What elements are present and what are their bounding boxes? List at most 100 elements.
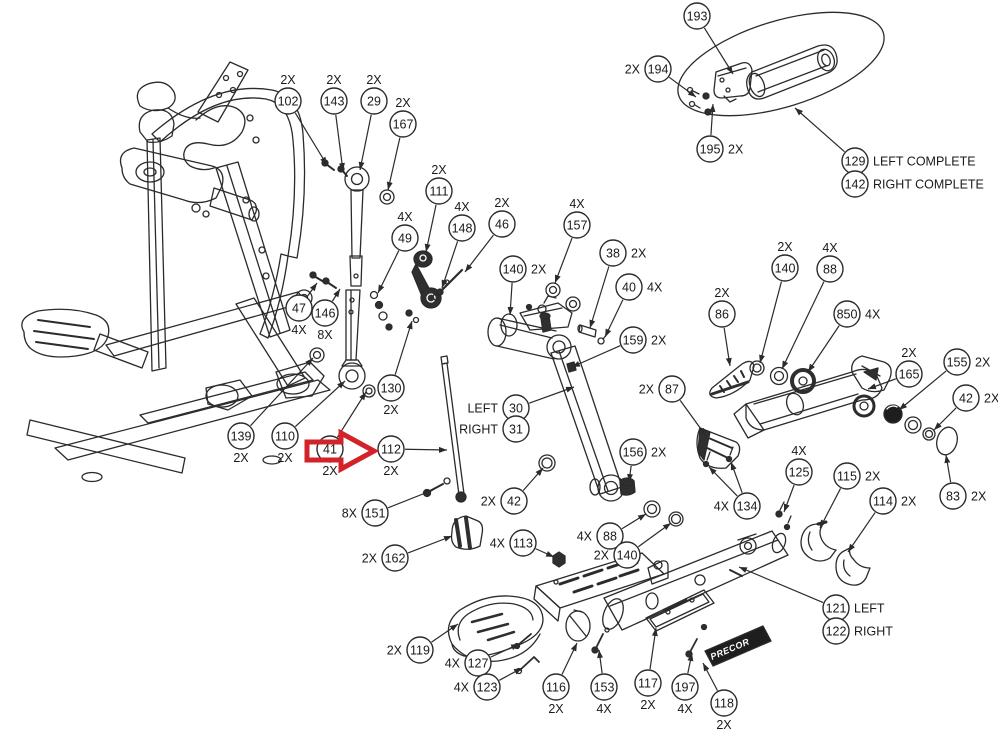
callout-number: 86 [715, 307, 729, 321]
callout-circle-156 [619, 438, 647, 466]
callout-circle-157 [563, 211, 591, 239]
callout-number: 153 [594, 680, 615, 694]
callout-circle-151 [361, 499, 389, 527]
callout-number: 130 [381, 381, 402, 395]
callout-number: 113 [513, 536, 533, 550]
callout-number: 140 [617, 548, 638, 562]
side-label: RIGHT [459, 422, 498, 436]
quantity-label: 2X [531, 262, 547, 276]
callout-circle-46 [488, 210, 516, 238]
callout-circle-49 [391, 224, 419, 252]
callout-number: 156 [623, 445, 644, 459]
callout-129: 129 LEFT COMPLETE [794, 107, 976, 175]
quantity-label: 4X [291, 323, 307, 337]
callout-number: 134 [737, 499, 758, 513]
callout-circle-112 [377, 435, 405, 463]
callout-number: 165 [899, 367, 920, 381]
callout-circle-114 [869, 487, 897, 515]
callout-number: 40 [622, 280, 636, 294]
callout-circle-167 [389, 110, 417, 138]
quantity-label: 2X [322, 464, 338, 478]
quantity-label: 2X [714, 286, 730, 300]
quantity-label: 4X [577, 529, 593, 543]
callout-circle-87 [658, 375, 686, 403]
callout-number: 155 [947, 355, 968, 369]
callout-number: 112 [381, 442, 401, 456]
quantity-label: 8X [342, 506, 358, 520]
callout-circle-47 [285, 294, 313, 322]
quantity-label: 2X [362, 551, 378, 565]
callout-circle-146 [311, 299, 339, 327]
callout-circle-42 [500, 487, 528, 515]
callout-number: 148 [452, 221, 473, 235]
quantity-label: 4X [822, 241, 838, 255]
callout-circle-193 [683, 2, 711, 30]
callout-circle-111 [425, 177, 453, 205]
lift-column-art [487, 282, 684, 527]
callout-number: 30 [509, 401, 523, 415]
quantity-label: 4X [865, 307, 881, 321]
callout-circle-102 [274, 87, 302, 115]
callout-number: 140 [775, 261, 796, 275]
callout-circle-83 [939, 482, 967, 510]
callout-number: 162 [385, 551, 406, 565]
callout-circle-38 [599, 239, 627, 267]
quantity-label: 2X [431, 163, 447, 177]
callout-circle-197 [671, 673, 699, 701]
callout-number: 123 [477, 680, 498, 694]
callout-number: 116 [546, 680, 566, 694]
callout-number: 119 [410, 643, 430, 657]
callout-number: 38 [606, 246, 620, 260]
machine-frame-art [21, 61, 331, 483]
callout-circle-88 [596, 522, 624, 550]
quantity-label: 2X [387, 643, 403, 657]
callout-134: 134 4X [708, 461, 761, 520]
callout-circle-140 [613, 541, 641, 569]
quantity-label: 2X [366, 73, 382, 87]
callout-circle-155 [943, 348, 971, 376]
callout-number: 146 [315, 306, 336, 320]
callout-number: 142 [845, 177, 866, 191]
callout-number: 151 [365, 506, 386, 520]
callout-circle-148 [448, 214, 476, 242]
callout-circle-86 [708, 300, 736, 328]
callout-number: 129 [845, 154, 866, 168]
callout-number: 143 [324, 94, 345, 108]
callout-circle-130 [377, 374, 405, 402]
quantity-label: 2X [594, 548, 610, 562]
callout-number: 195 [700, 142, 721, 156]
side-label: LEFT COMPLETE [873, 154, 976, 168]
quantity-label: 4X [714, 499, 730, 513]
callout-number: 87 [665, 382, 679, 396]
quantity-label: 2X [728, 142, 744, 156]
callout-119: 119 2X [387, 623, 459, 664]
callout-circle-122 [822, 617, 850, 645]
callout-circle-116 [542, 673, 570, 701]
callout-circle-142 [841, 170, 869, 198]
guide-rod-art [422, 355, 566, 568]
callout-circle-143 [320, 87, 348, 115]
quantity-label: 4X [791, 444, 807, 458]
callout-circle-139 [227, 422, 255, 450]
quantity-label: 4X [647, 280, 663, 294]
callout-number: 157 [567, 218, 588, 232]
quantity-label: 2X [395, 96, 411, 110]
callout-circle-125 [785, 458, 813, 486]
